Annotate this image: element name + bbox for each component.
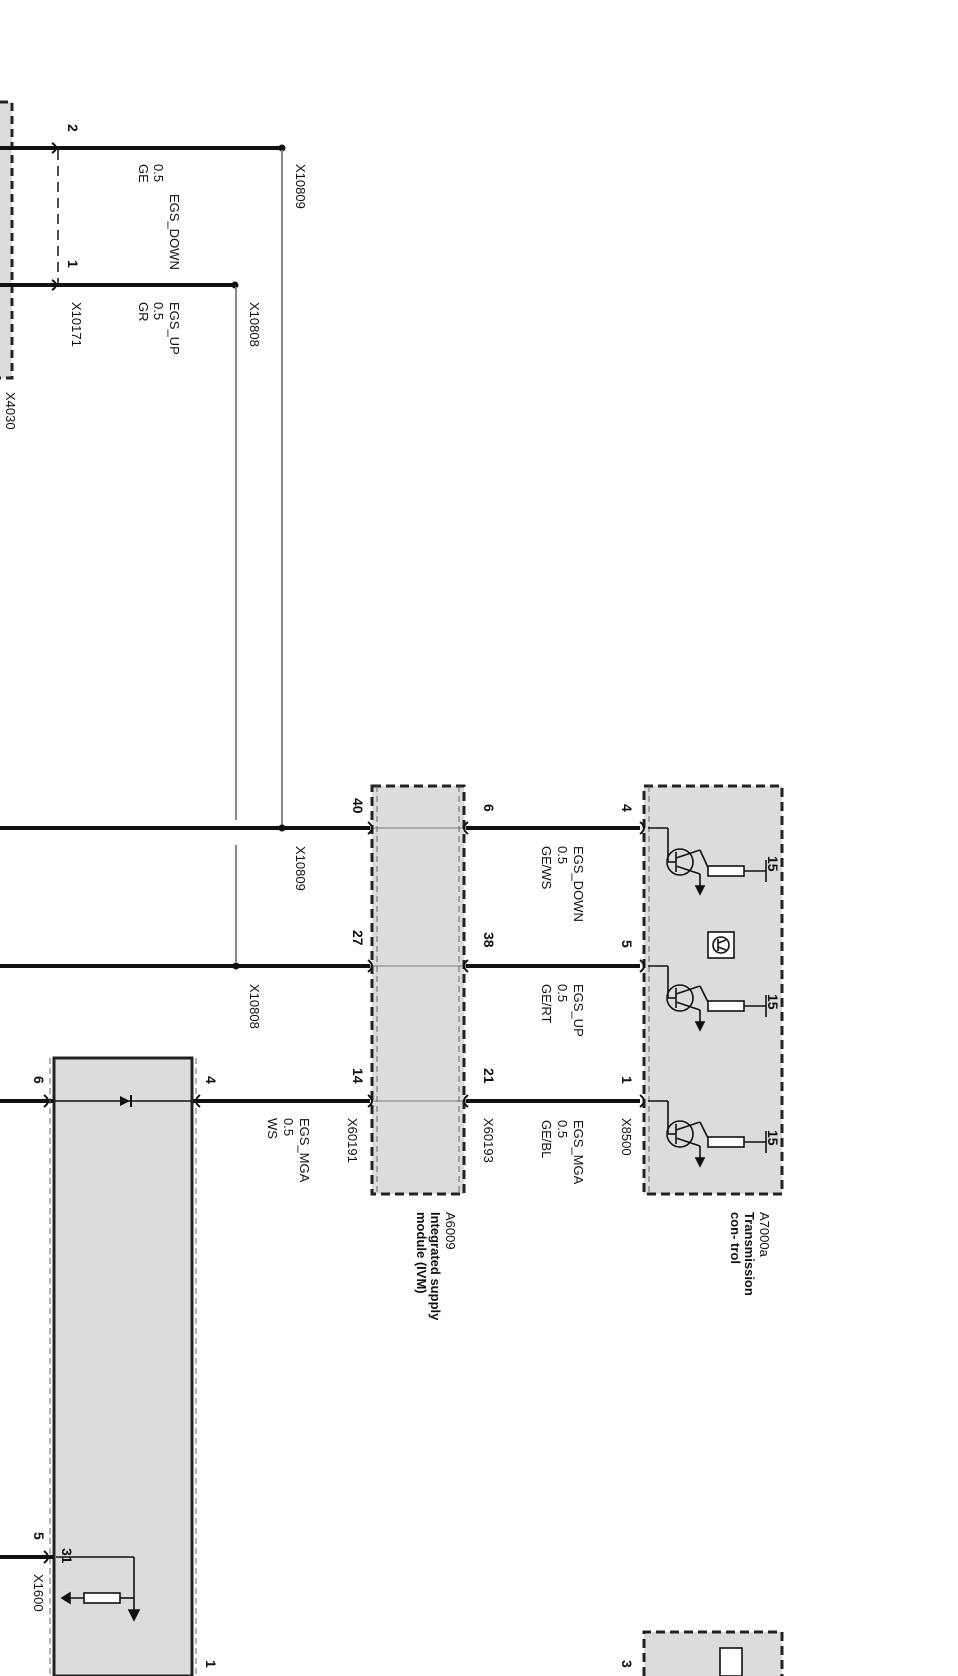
bottom-right-module-edge <box>642 1630 784 1676</box>
connector-x8500: X8500 <box>619 1118 634 1156</box>
supply-15-b: 15 <box>765 994 781 1010</box>
pin-lower-6: 6 <box>31 1076 47 1084</box>
pin-a6009-top-6: 6 <box>481 804 497 812</box>
pin-a6009-bot-40: 40 <box>350 798 366 814</box>
transistor-stage-egs-down <box>648 827 767 896</box>
supply-15-a: 15 <box>765 856 781 872</box>
connector-x60191: X60191 <box>345 1118 360 1163</box>
pin-top-egs-down: 2 <box>65 124 81 132</box>
pin-a7000a-1: 1 <box>619 1076 635 1084</box>
pin-lower-1: 1 <box>203 1660 219 1668</box>
left-module-edge <box>0 100 14 380</box>
transistor-stage-egs-up <box>648 965 767 1032</box>
pin-a7000a-4: 4 <box>619 804 635 812</box>
connector-x10809-top: X10809 <box>293 164 308 209</box>
transistor-stage-egs-mga <box>648 1100 767 1168</box>
pin-a6009-top-21: 21 <box>481 1068 497 1084</box>
connector-x10808-mid: X10808 <box>247 984 262 1029</box>
diode-icon <box>120 1096 130 1106</box>
splice-x10808-top <box>231 281 239 289</box>
ground-resistor-circuit <box>56 1556 141 1622</box>
connector-x10171: X10171 <box>69 302 84 347</box>
lower-module-box <box>52 1056 194 1676</box>
connector-x60193: X60193 <box>481 1118 496 1163</box>
pin-bottom-right-3: 3 <box>619 1660 635 1668</box>
pin-a6009-top-38: 38 <box>481 932 497 948</box>
pin-top-egs-up: 1 <box>65 260 81 268</box>
pin-a6009-bot-27: 27 <box>350 930 366 946</box>
supply-15-c: 15 <box>765 1130 781 1146</box>
cutoff-label: X4030 <box>3 392 18 430</box>
splice-x10809-top <box>278 144 286 152</box>
pin-lower-5: 5 <box>31 1532 47 1540</box>
connector-x10808-top: X10808 <box>247 302 262 347</box>
pin-a7000a-5: 5 <box>619 940 635 948</box>
control-unit-icon <box>707 931 735 959</box>
module-a7000a-box <box>642 784 784 1196</box>
connector-x1600: X1600 <box>31 1574 46 1612</box>
connector-x10809-mid: X10809 <box>293 846 308 891</box>
pin-lower-4: 4 <box>203 1076 219 1084</box>
module-a6009-box <box>370 784 466 1196</box>
pin-ground-31: 31 <box>59 1548 75 1564</box>
pin-a6009-bot-14: 14 <box>350 1068 366 1084</box>
